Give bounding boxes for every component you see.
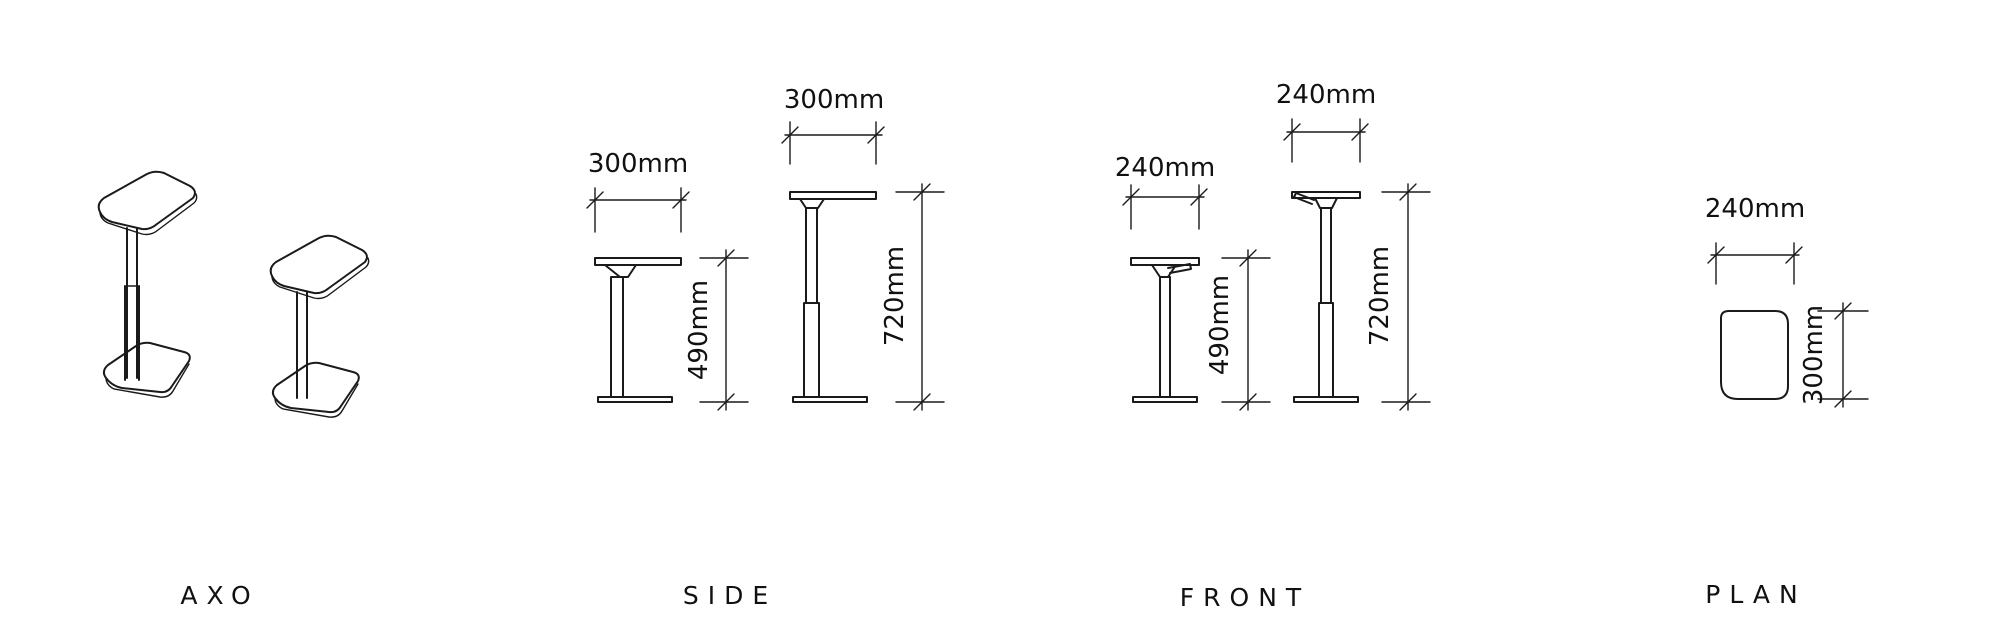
front-low-height-label: 490mm bbox=[1205, 275, 1235, 375]
side-high-table bbox=[789, 191, 877, 403]
front-high-width-label: 240mm bbox=[1276, 80, 1376, 110]
front-low-table bbox=[1130, 257, 1200, 403]
side-low-width-label: 300mm bbox=[588, 149, 688, 179]
plan-view: 240mm 300mm PLAN bbox=[1705, 194, 1869, 609]
side-low-table bbox=[594, 257, 682, 403]
front-high-height-dimension: 720mm bbox=[1365, 183, 1431, 411]
axo-view-label: AXO bbox=[180, 581, 259, 610]
front-high-height-label: 720mm bbox=[1365, 246, 1395, 346]
plan-table-top bbox=[1720, 310, 1789, 400]
front-low-width-label: 240mm bbox=[1115, 153, 1215, 183]
front-high-width-dimension: 240mm bbox=[1276, 80, 1376, 163]
side-high-height-label: 720mm bbox=[880, 246, 910, 346]
axo-view: AXO bbox=[97, 170, 370, 610]
plan-width-label: 240mm bbox=[1705, 194, 1805, 224]
side-low-height-dimension: 490mm bbox=[684, 249, 749, 411]
side-high-width-label: 300mm bbox=[784, 85, 884, 115]
side-low-height-label: 490mm bbox=[684, 280, 714, 380]
side-low-width-dimension: 300mm bbox=[586, 149, 690, 233]
plan-view-label: PLAN bbox=[1705, 580, 1806, 609]
side-view: 300mm 490mm 300mm bbox=[586, 85, 945, 610]
side-view-label: SIDE bbox=[683, 581, 777, 610]
axo-short-table bbox=[269, 234, 370, 418]
axo-tall-table bbox=[97, 170, 198, 398]
side-high-width-dimension: 300mm bbox=[781, 85, 885, 165]
front-view-label: FRONT bbox=[1180, 583, 1310, 612]
plan-depth-dimension: 300mm bbox=[1799, 302, 1869, 408]
front-low-height-dimension: 490mm bbox=[1205, 249, 1271, 411]
plan-width-dimension: 240mm bbox=[1705, 194, 1805, 285]
plan-depth-label: 300mm bbox=[1799, 305, 1829, 405]
side-high-height-dimension: 720mm bbox=[880, 183, 945, 411]
front-low-width-dimension: 240mm bbox=[1115, 153, 1215, 230]
front-high-table bbox=[1291, 191, 1361, 403]
front-view: 240mm 490mm 240mm bbox=[1115, 80, 1431, 612]
